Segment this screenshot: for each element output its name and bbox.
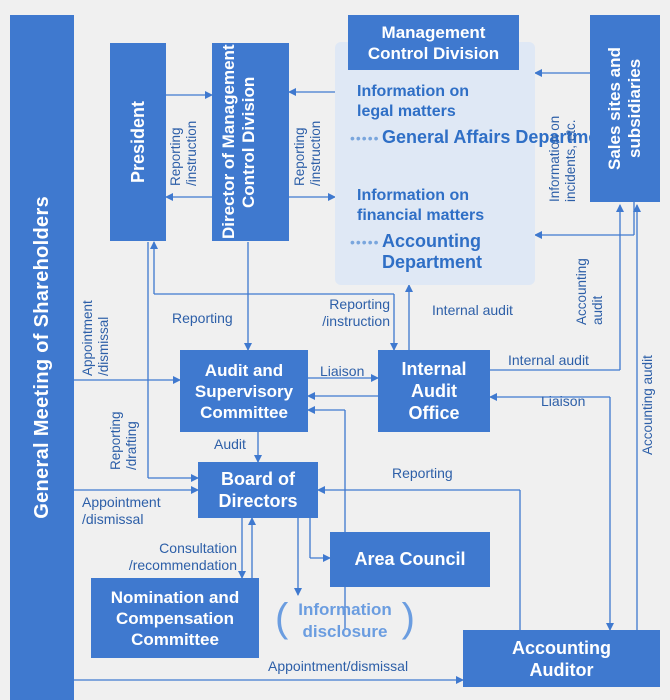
info-disclosure-label: Information disclosure	[298, 600, 392, 641]
mcd-panel	[335, 42, 535, 285]
nomination-box: Nomination and Compensation Committee	[91, 578, 259, 658]
label-reporting-instruction-1: Reporting /instruction	[168, 120, 199, 186]
general-affairs-text: General Affairs Department	[382, 127, 616, 147]
label-reporting-1: Reporting	[172, 310, 233, 326]
president-label: President	[127, 100, 148, 184]
info-legal-text: Information on legal matters	[357, 83, 469, 120]
mcd-title: Management Control Division	[367, 22, 500, 63]
label-reporting-drafting: Reporting /drafting	[108, 411, 139, 470]
director-mcd-label: Director of Management Control Division	[218, 44, 258, 240]
label-accounting-audit-2: Accounting audit	[640, 355, 655, 455]
label-audit: Audit	[214, 436, 246, 452]
sales-sites-box: Sales sites and subsidiaries	[590, 15, 660, 202]
area-council-label: Area Council	[354, 549, 466, 569]
label-accounting-audit-1: Accounting audit	[574, 258, 605, 325]
label-appointment-3: Appointment/dismissal	[268, 658, 409, 674]
dotted-connector: •••••	[350, 234, 380, 250]
label-reporting-instruction-2: Reporting /instruction	[292, 120, 323, 186]
close-bracket-icon: )	[401, 596, 415, 640]
label-reporting-2: Reporting	[392, 465, 453, 481]
director-mcd-box: Director of Management Control Division	[212, 43, 289, 241]
label-info-incidents: Information on incidents, etc.	[547, 115, 578, 202]
label-internal-audit-1: Internal audit	[432, 302, 513, 318]
board-label: Board of Directors	[218, 469, 298, 511]
gms-label: General Meeting of Shareholders	[30, 196, 53, 519]
label-internal-audit-2: Internal audit	[508, 352, 589, 368]
label-appointment-1: Appointment /dismissal	[80, 300, 111, 376]
label-consultation: Consultation /recommendation	[128, 540, 237, 573]
audit-committee-label: Audit and Supervisory Committee	[194, 360, 294, 422]
label-liaison-2: Liaison	[541, 393, 586, 409]
nomination-label: Nomination and Compensation Committee	[110, 587, 240, 649]
label-reporting-instruction-3: Reporting /instruction	[322, 296, 390, 329]
internal-audit-label: Internal Audit Office	[401, 359, 467, 423]
board-box: Board of Directors	[198, 462, 318, 518]
label-appointment-2: Appointment /dismissal	[82, 494, 161, 527]
dotted-connector: •••••	[350, 130, 380, 146]
sales-sites-label: Sales sites and subsidiaries	[605, 47, 644, 170]
president-box: President	[110, 43, 166, 241]
info-financial-text: Information on financial matters	[357, 187, 485, 224]
open-bracket-icon: (	[275, 596, 289, 640]
label-liaison-1: Liaison	[320, 363, 365, 379]
accounting-dept-text: Accounting Department	[382, 231, 483, 272]
area-council-box: Area Council	[330, 532, 490, 587]
accounting-auditor-label: Accounting Auditor	[512, 637, 611, 680]
audit-committee-box: Audit and Supervisory Committee	[180, 350, 308, 432]
internal-audit-box: Internal Audit Office	[378, 350, 490, 432]
mcd-title-box: Management Control Division	[348, 15, 519, 70]
accounting-auditor-box: Accounting Auditor	[463, 630, 660, 687]
general-meeting-of-shareholders-box: General Meeting of Shareholders	[10, 15, 74, 700]
info-disclosure: ( ) Information disclosure	[275, 595, 415, 647]
